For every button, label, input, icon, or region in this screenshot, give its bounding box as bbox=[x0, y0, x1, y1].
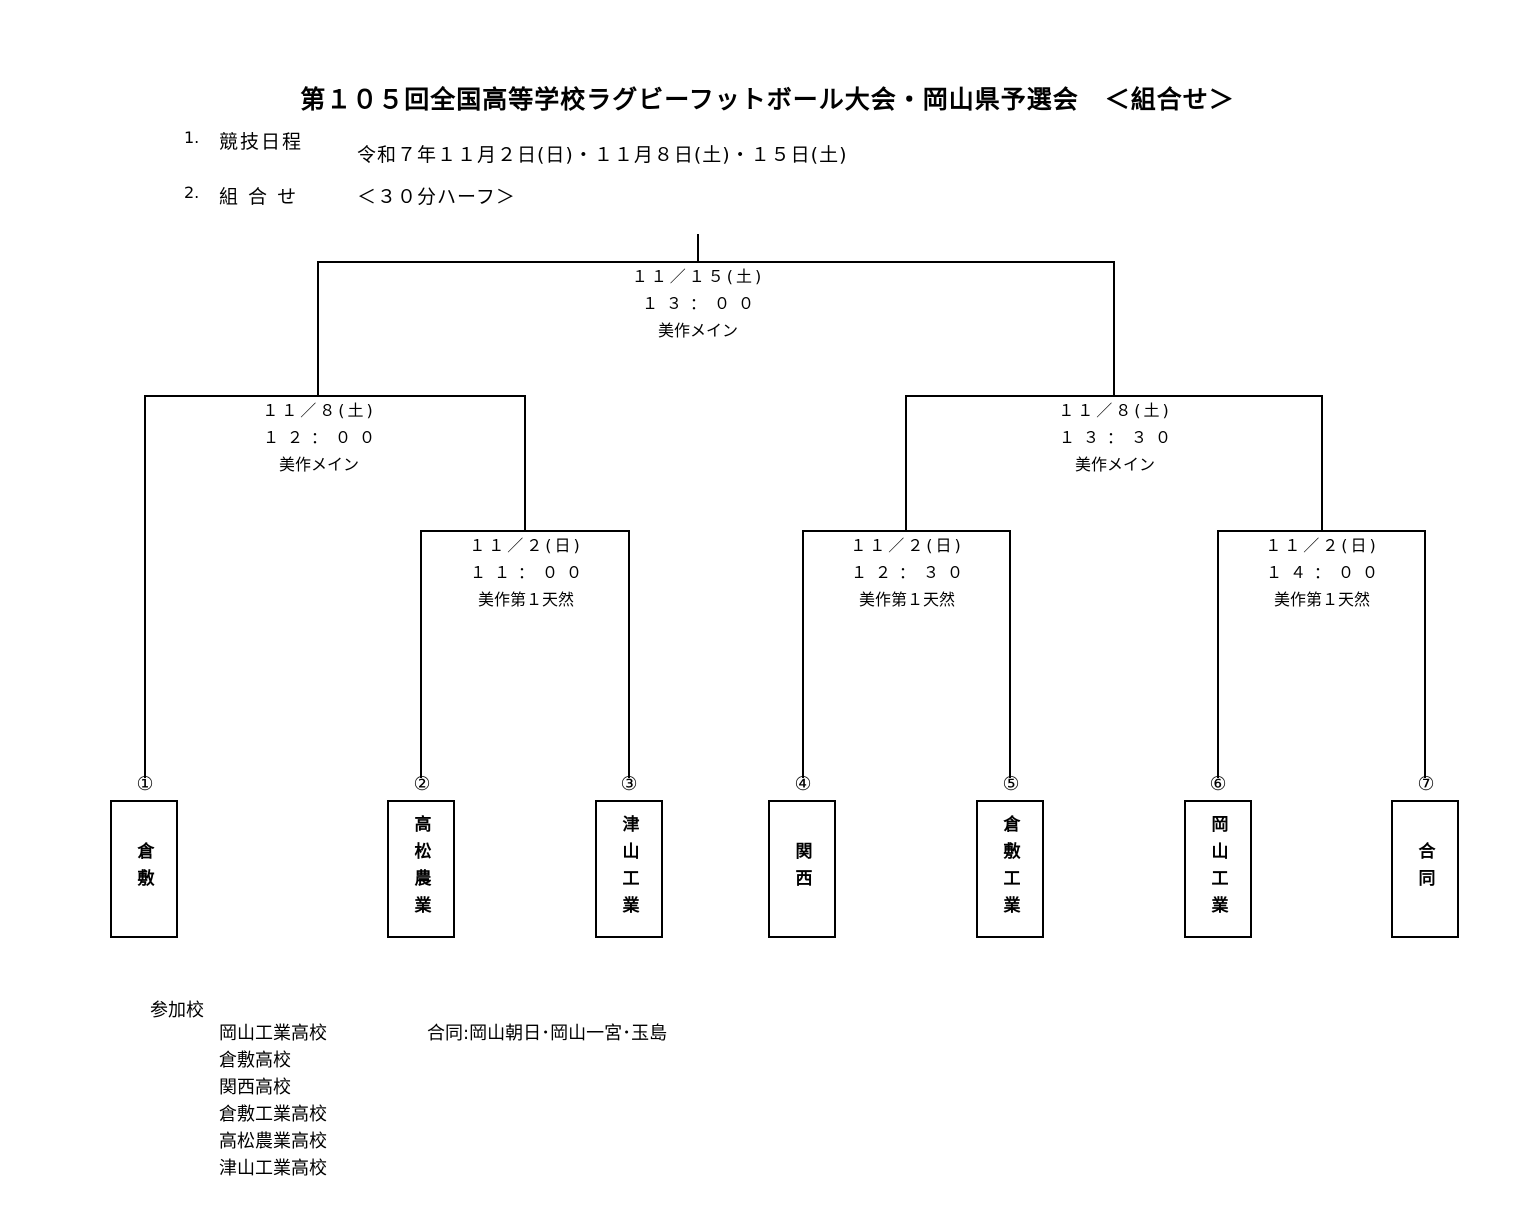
team-box: 倉敷 bbox=[110, 800, 178, 938]
match-venue: 美作第１天然 bbox=[477, 590, 575, 609]
match-time: １２：３０ bbox=[850, 563, 972, 582]
joint-team-note: 合同:岡山朝日･岡山一宮･玉島 bbox=[427, 1023, 668, 1044]
match-semi-right: １１／８(土) １３：３０ 美作メイン bbox=[1051, 397, 1179, 478]
section-2-number: 2. bbox=[184, 183, 200, 202]
team-seed: ⑥ bbox=[1209, 773, 1227, 795]
section-1-label: 競技日程 bbox=[219, 131, 304, 153]
match-format: ＜３０分ハーフ＞ bbox=[357, 186, 516, 208]
participants-heading: 参加校 bbox=[150, 1000, 204, 1021]
schedule-dates: 令和７年１１月２日(日)・１１月８日(土)・１５日(土) bbox=[357, 144, 848, 166]
bracket-r1-c bbox=[1217, 530, 1426, 778]
team-name: 合同 bbox=[1414, 842, 1435, 896]
team-box: 倉敷工業 bbox=[976, 800, 1044, 938]
match-date: １１／１５(土) bbox=[631, 267, 765, 286]
team-seed: ⑤ bbox=[1002, 773, 1020, 795]
bracket-semi-left bbox=[144, 395, 526, 778]
match-time: １１：００ bbox=[469, 563, 591, 582]
team-box: 高松農業 bbox=[387, 800, 455, 938]
section-1-number: 1. bbox=[184, 128, 200, 147]
match-venue: 美作第１天然 bbox=[858, 590, 956, 609]
match-venue: 美作メイン bbox=[657, 321, 738, 340]
match-date: １１／８(土) bbox=[262, 401, 376, 420]
match-time: １４：００ bbox=[1265, 563, 1387, 582]
match-round1-a: １１／２(日) １１：００ 美作第１天然 bbox=[462, 532, 590, 613]
bracket-final bbox=[317, 261, 1115, 396]
team-box: 関西 bbox=[768, 800, 836, 938]
team-seed: ⑦ bbox=[1417, 773, 1435, 795]
team-name: 岡山工業 bbox=[1207, 815, 1228, 923]
team-name: 倉敷工業 bbox=[999, 815, 1020, 923]
match-time: １３：３０ bbox=[1058, 428, 1180, 447]
match-semi-left: １１／８(土) １２：００ 美作メイン bbox=[255, 397, 383, 478]
match-final: １１／１５(土) １３：００ 美作メイン bbox=[632, 263, 765, 344]
match-date: １１／２(日) bbox=[469, 536, 583, 555]
team-box: 岡山工業 bbox=[1184, 800, 1252, 938]
participant-school: 関西高校 bbox=[219, 1077, 291, 1098]
participant-school: 倉敷工業高校 bbox=[219, 1104, 327, 1125]
match-venue: 美作メイン bbox=[278, 455, 360, 474]
team-seed: ① bbox=[136, 773, 154, 795]
team-seed: ② bbox=[413, 773, 431, 795]
team-seed: ③ bbox=[620, 773, 638, 795]
participant-school: 高松農業高校 bbox=[219, 1131, 327, 1152]
match-round1-c: １１／２(日) １４：００ 美作第１天然 bbox=[1258, 532, 1386, 613]
team-name: 関西 bbox=[791, 842, 812, 896]
match-date: １１／２(日) bbox=[1265, 536, 1379, 555]
bracket-r1-a bbox=[420, 530, 630, 778]
team-seed: ④ bbox=[794, 773, 812, 795]
participants-list: 岡山工業高校 倉敷高校 関西高校 倉敷工業高校 高松農業高校 津山工業高校 bbox=[219, 1020, 327, 1182]
participant-school: 津山工業高校 bbox=[219, 1158, 327, 1179]
team-name: 高松農業 bbox=[410, 815, 431, 923]
team-name: 倉敷 bbox=[133, 842, 154, 896]
team-box: 津山工業 bbox=[595, 800, 663, 938]
team-box: 合同 bbox=[1391, 800, 1459, 938]
match-date: １１／２(日) bbox=[850, 536, 964, 555]
bracket-semi-right bbox=[905, 395, 1323, 531]
match-time: １３：００ bbox=[641, 294, 762, 313]
participant-school: 倉敷高校 bbox=[219, 1050, 291, 1071]
page-title: 第１０５回全国高等学校ラグビーフットボール大会・岡山県予選会 ＜組合せ＞ bbox=[300, 85, 1235, 114]
match-venue: 美作第１天然 bbox=[1273, 590, 1371, 609]
match-date: １１／８(土) bbox=[1058, 401, 1172, 420]
match-venue: 美作メイン bbox=[1074, 455, 1156, 474]
team-name: 津山工業 bbox=[618, 815, 639, 923]
participant-school: 岡山工業高校 bbox=[219, 1023, 327, 1044]
bracket-r1-b bbox=[802, 530, 1011, 778]
section-2-label: 組 合 せ bbox=[219, 186, 299, 208]
match-round1-b: １１／２(日) １２：３０ 美作第１天然 bbox=[843, 532, 971, 613]
match-time: １２：００ bbox=[262, 428, 384, 447]
